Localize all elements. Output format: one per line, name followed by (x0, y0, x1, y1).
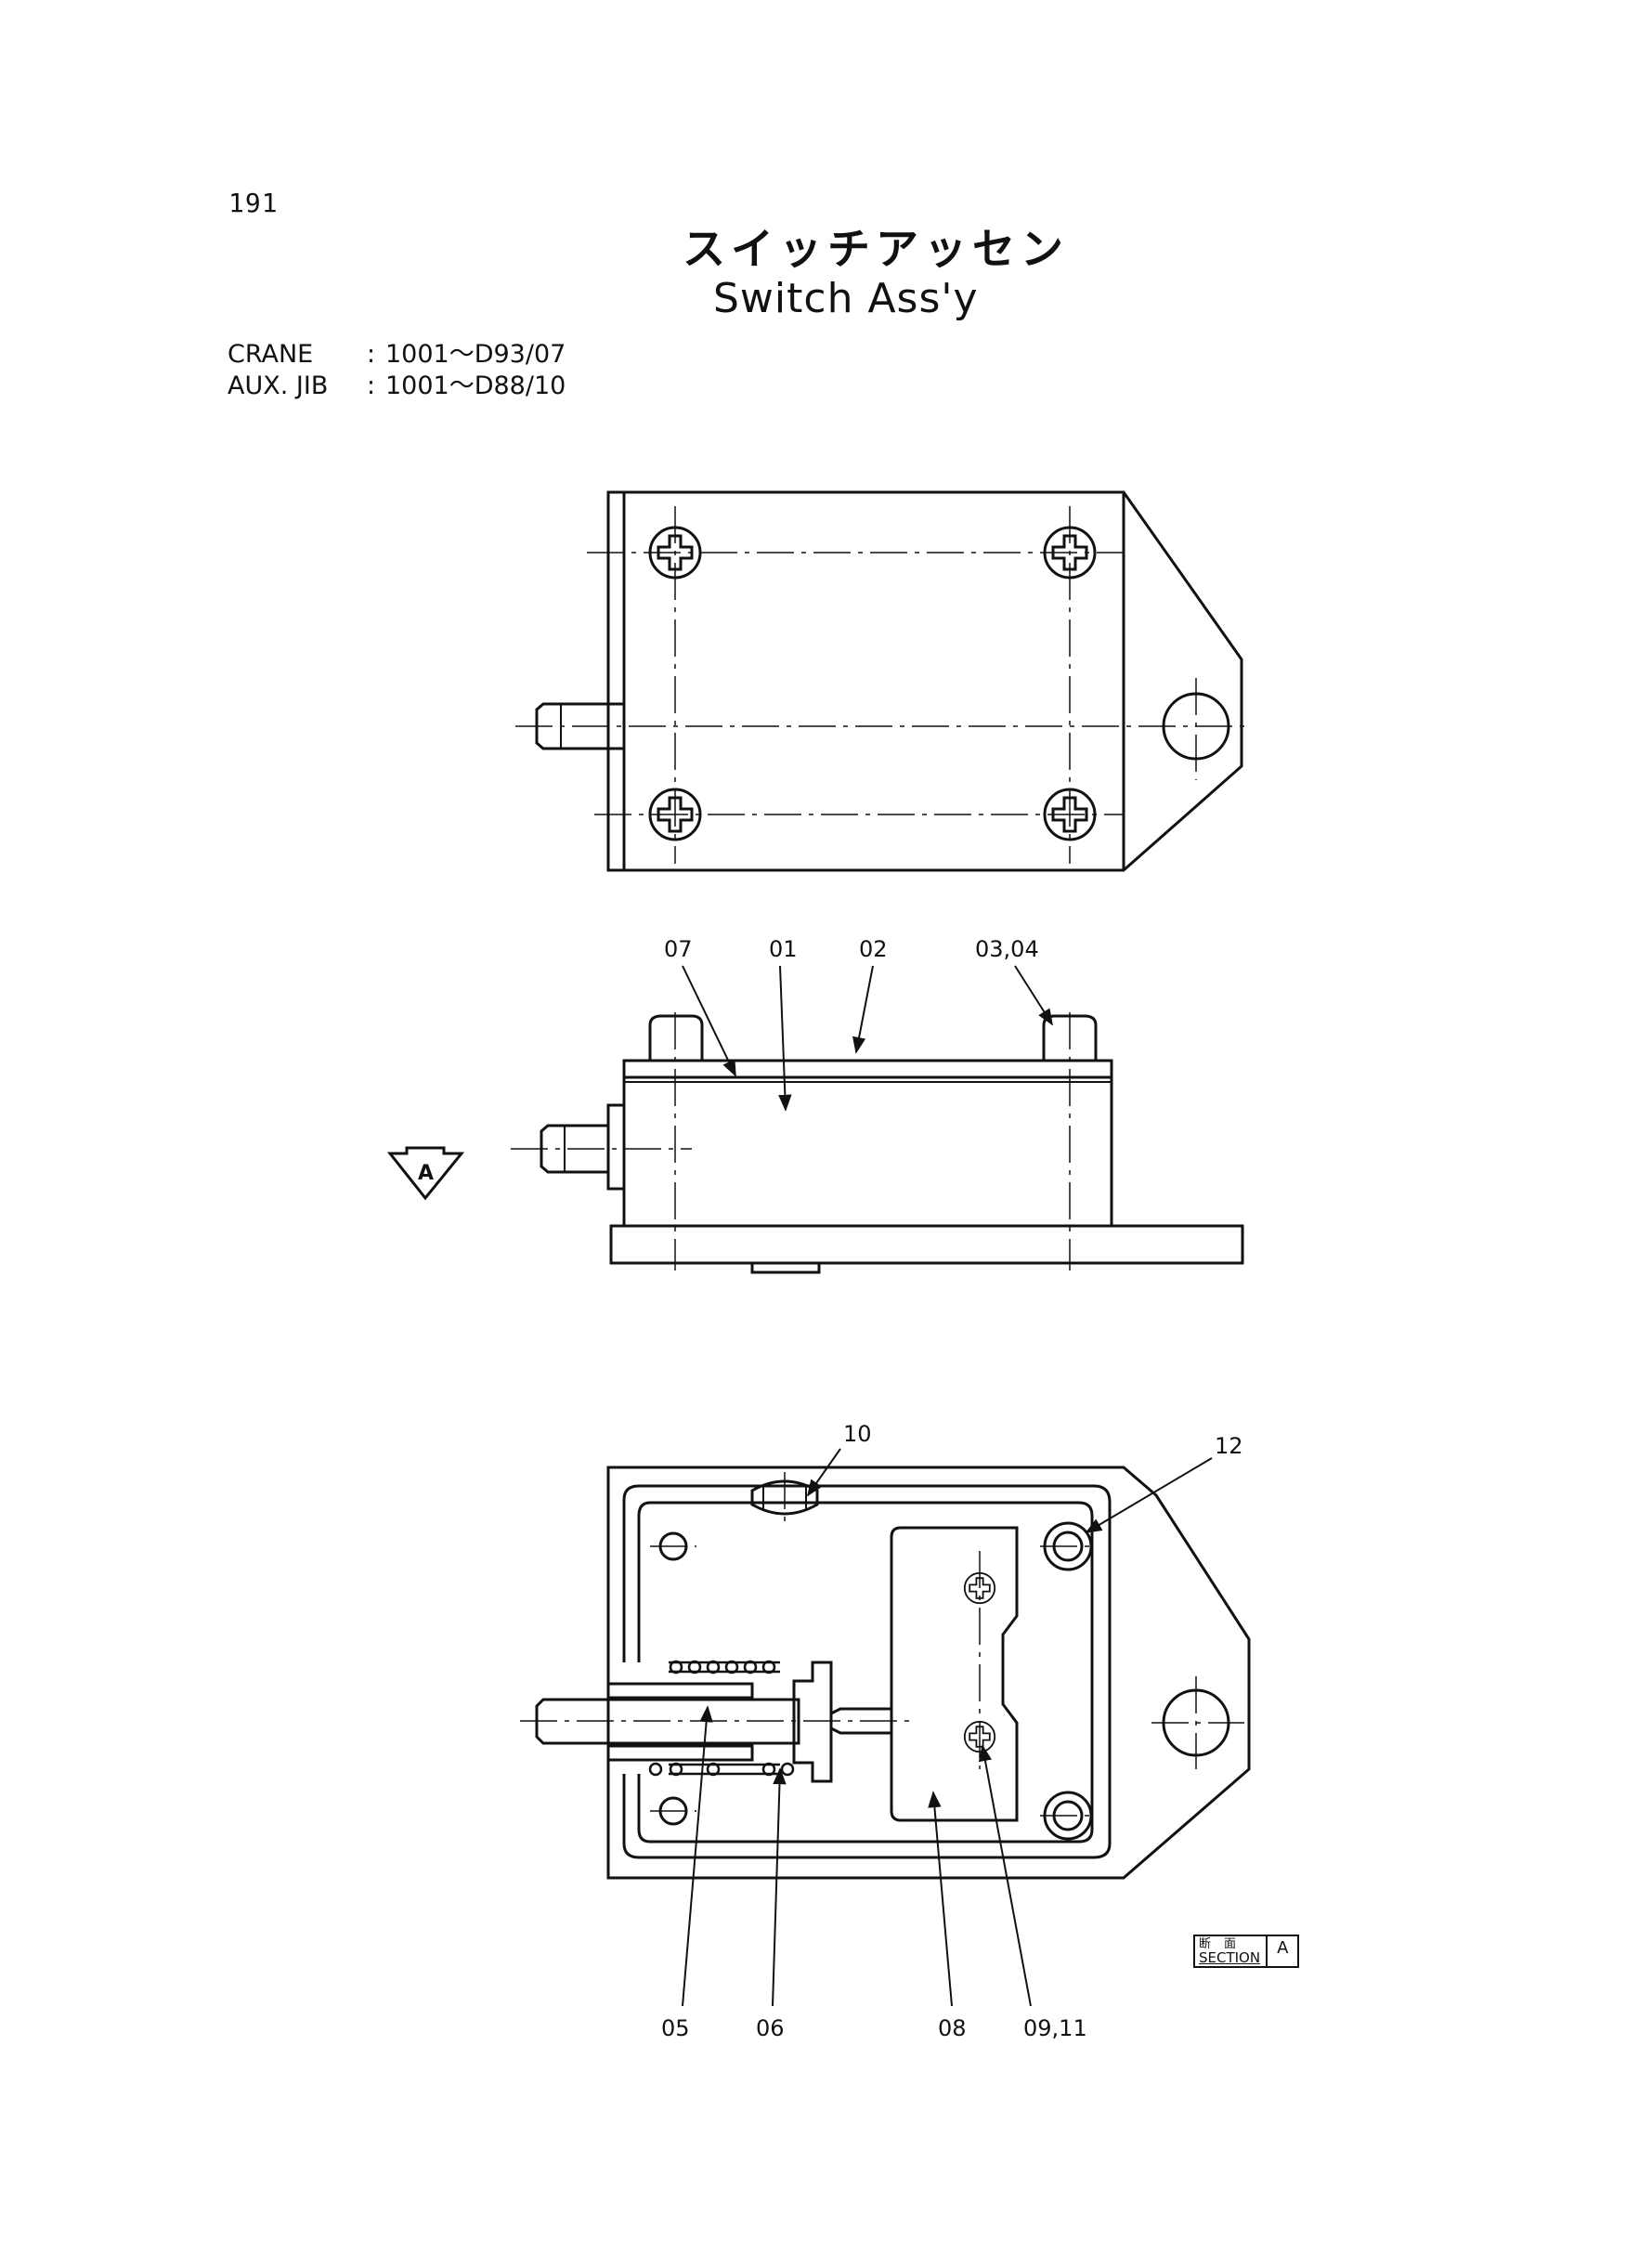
callout-06: 06 (756, 2015, 785, 2041)
grommet-10 (750, 1479, 819, 1516)
shaft-boss (606, 1103, 626, 1191)
applicability-range: 1001～D88/10 (385, 371, 566, 400)
section-inner-wall-2 (637, 1501, 1094, 1844)
applicability-separator: : (367, 371, 376, 400)
applicability-row-crane: CRANE:1001～D93/07 (228, 339, 566, 371)
switch-body (622, 1059, 1113, 1228)
applicability-range: 1001～D93/07 (385, 340, 566, 369)
side-view-leaders (682, 965, 1053, 1112)
title-japanese: スイッチアッセン (683, 224, 1069, 274)
side-view (386, 1012, 1244, 1274)
base-plate (609, 1224, 1244, 1265)
callout-03-04: 03,04 (975, 936, 1039, 962)
applicability-label: CRANE (228, 340, 314, 369)
section-view-leaders (682, 1448, 1213, 2007)
section-letter: A (1277, 1938, 1289, 1958)
callout-10: 10 (843, 1421, 872, 1447)
section-inner-wall (622, 1484, 1112, 1859)
spring-06 (648, 1660, 795, 1777)
section-view (520, 1466, 1251, 1880)
callout-07: 07 (664, 936, 693, 962)
plunger-head (792, 1661, 833, 1783)
section-label-left: 断面 SECTION (1195, 1936, 1268, 1966)
section-kanji: 断面 (1199, 1937, 1250, 1951)
view-arrow-label: A (418, 1162, 434, 1185)
applicability-list: CRANE:1001～D93/07 AUX. JIB:1001～D88/10 (228, 339, 566, 402)
page-number: 191 (228, 188, 279, 218)
callout-09-11: 09,11 (1023, 2015, 1087, 2041)
bottom-stud (750, 1261, 821, 1274)
callout-08: 08 (938, 2015, 967, 2041)
callout-01: 01 (769, 936, 798, 962)
micro-switch-08 (890, 1526, 1019, 1822)
applicability-row-aux-jib: AUX. JIB:1001～D88/10 (228, 371, 566, 402)
section-label-box: 断面 SECTION A (1193, 1935, 1300, 1968)
top-view-outline (606, 490, 1243, 872)
applicability-separator: : (367, 340, 376, 369)
screw-head-left (648, 1014, 704, 1061)
callout-02: 02 (859, 936, 888, 962)
callout-05: 05 (661, 2015, 690, 2041)
section-word: SECTION (1199, 1949, 1261, 1966)
top-view (515, 490, 1244, 872)
title-english: Switch Ass'y (713, 275, 979, 322)
view-arrow-a (386, 1146, 465, 1201)
bushing-05 (606, 1682, 754, 1700)
section-shaft (535, 1698, 800, 1745)
applicability-label: AUX. JIB (228, 371, 329, 400)
callout-12: 12 (1215, 1433, 1243, 1459)
